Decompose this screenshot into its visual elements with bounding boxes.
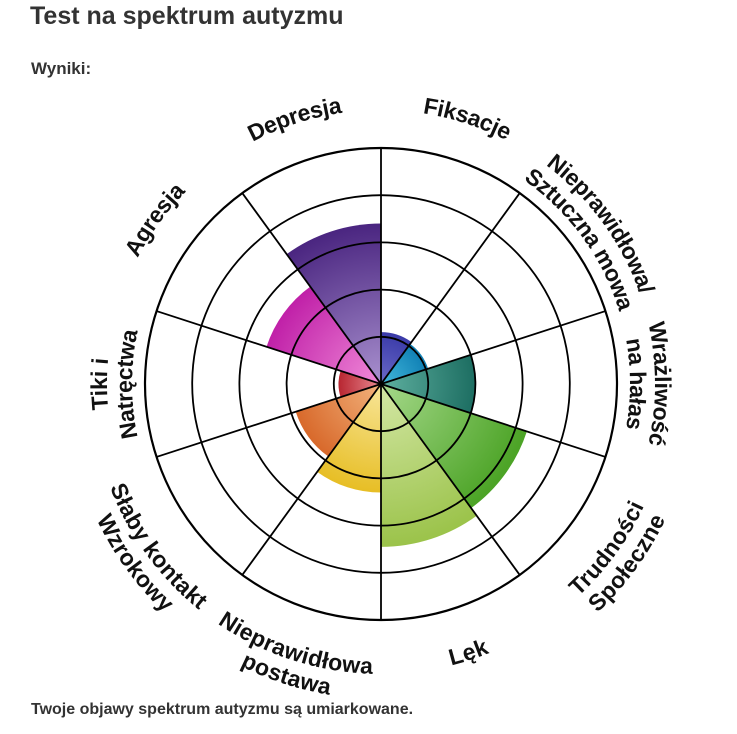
label-nieprawidlowa-sztuczna-mowa: Nieprawidłowa/Sztuczna mowa: [520, 148, 660, 313]
grid-spoke: [380, 383, 521, 576]
grid-spoke: [380, 192, 521, 385]
grid-spoke: [380, 383, 606, 458]
wedge-tiki-i-natrectwa: [338, 370, 381, 398]
results-label: Wyniki:: [31, 59, 92, 78]
grid-spoke: [156, 310, 382, 385]
wedge-fiksacje: [381, 332, 412, 384]
category-label-line: na hałas: [621, 336, 651, 432]
category-label-line: Agresja: [119, 177, 189, 260]
page-title: Test na spektrum autyzmu: [30, 2, 344, 30]
result-summary: Twoje objawy spektrum autyzmu są umiarko…: [31, 701, 414, 718]
wedge-slaby-kontakt-wzrokowy: [295, 384, 381, 457]
label-depresja: Depresja: [243, 92, 343, 146]
grid-spoke: [241, 383, 382, 576]
category-label-line: Natręctwa: [111, 327, 143, 441]
wedge-agresja: [266, 286, 381, 384]
grid-spoke: [156, 383, 382, 458]
category-label-line: Lęk: [446, 633, 492, 670]
label-lek: Lęk: [446, 633, 492, 670]
category-label-line: Tiki i: [86, 357, 113, 411]
label-fiksacje: Fiksacje: [422, 92, 516, 144]
label-agresja: Agresja: [119, 177, 189, 260]
chart-grid: [143, 146, 619, 622]
grid-spoke: [241, 192, 382, 385]
chart-wedges: [266, 223, 527, 547]
category-label-line: Fiksacje: [422, 92, 516, 144]
category-label-line: Depresja: [243, 92, 343, 146]
grid-spoke: [380, 310, 606, 385]
